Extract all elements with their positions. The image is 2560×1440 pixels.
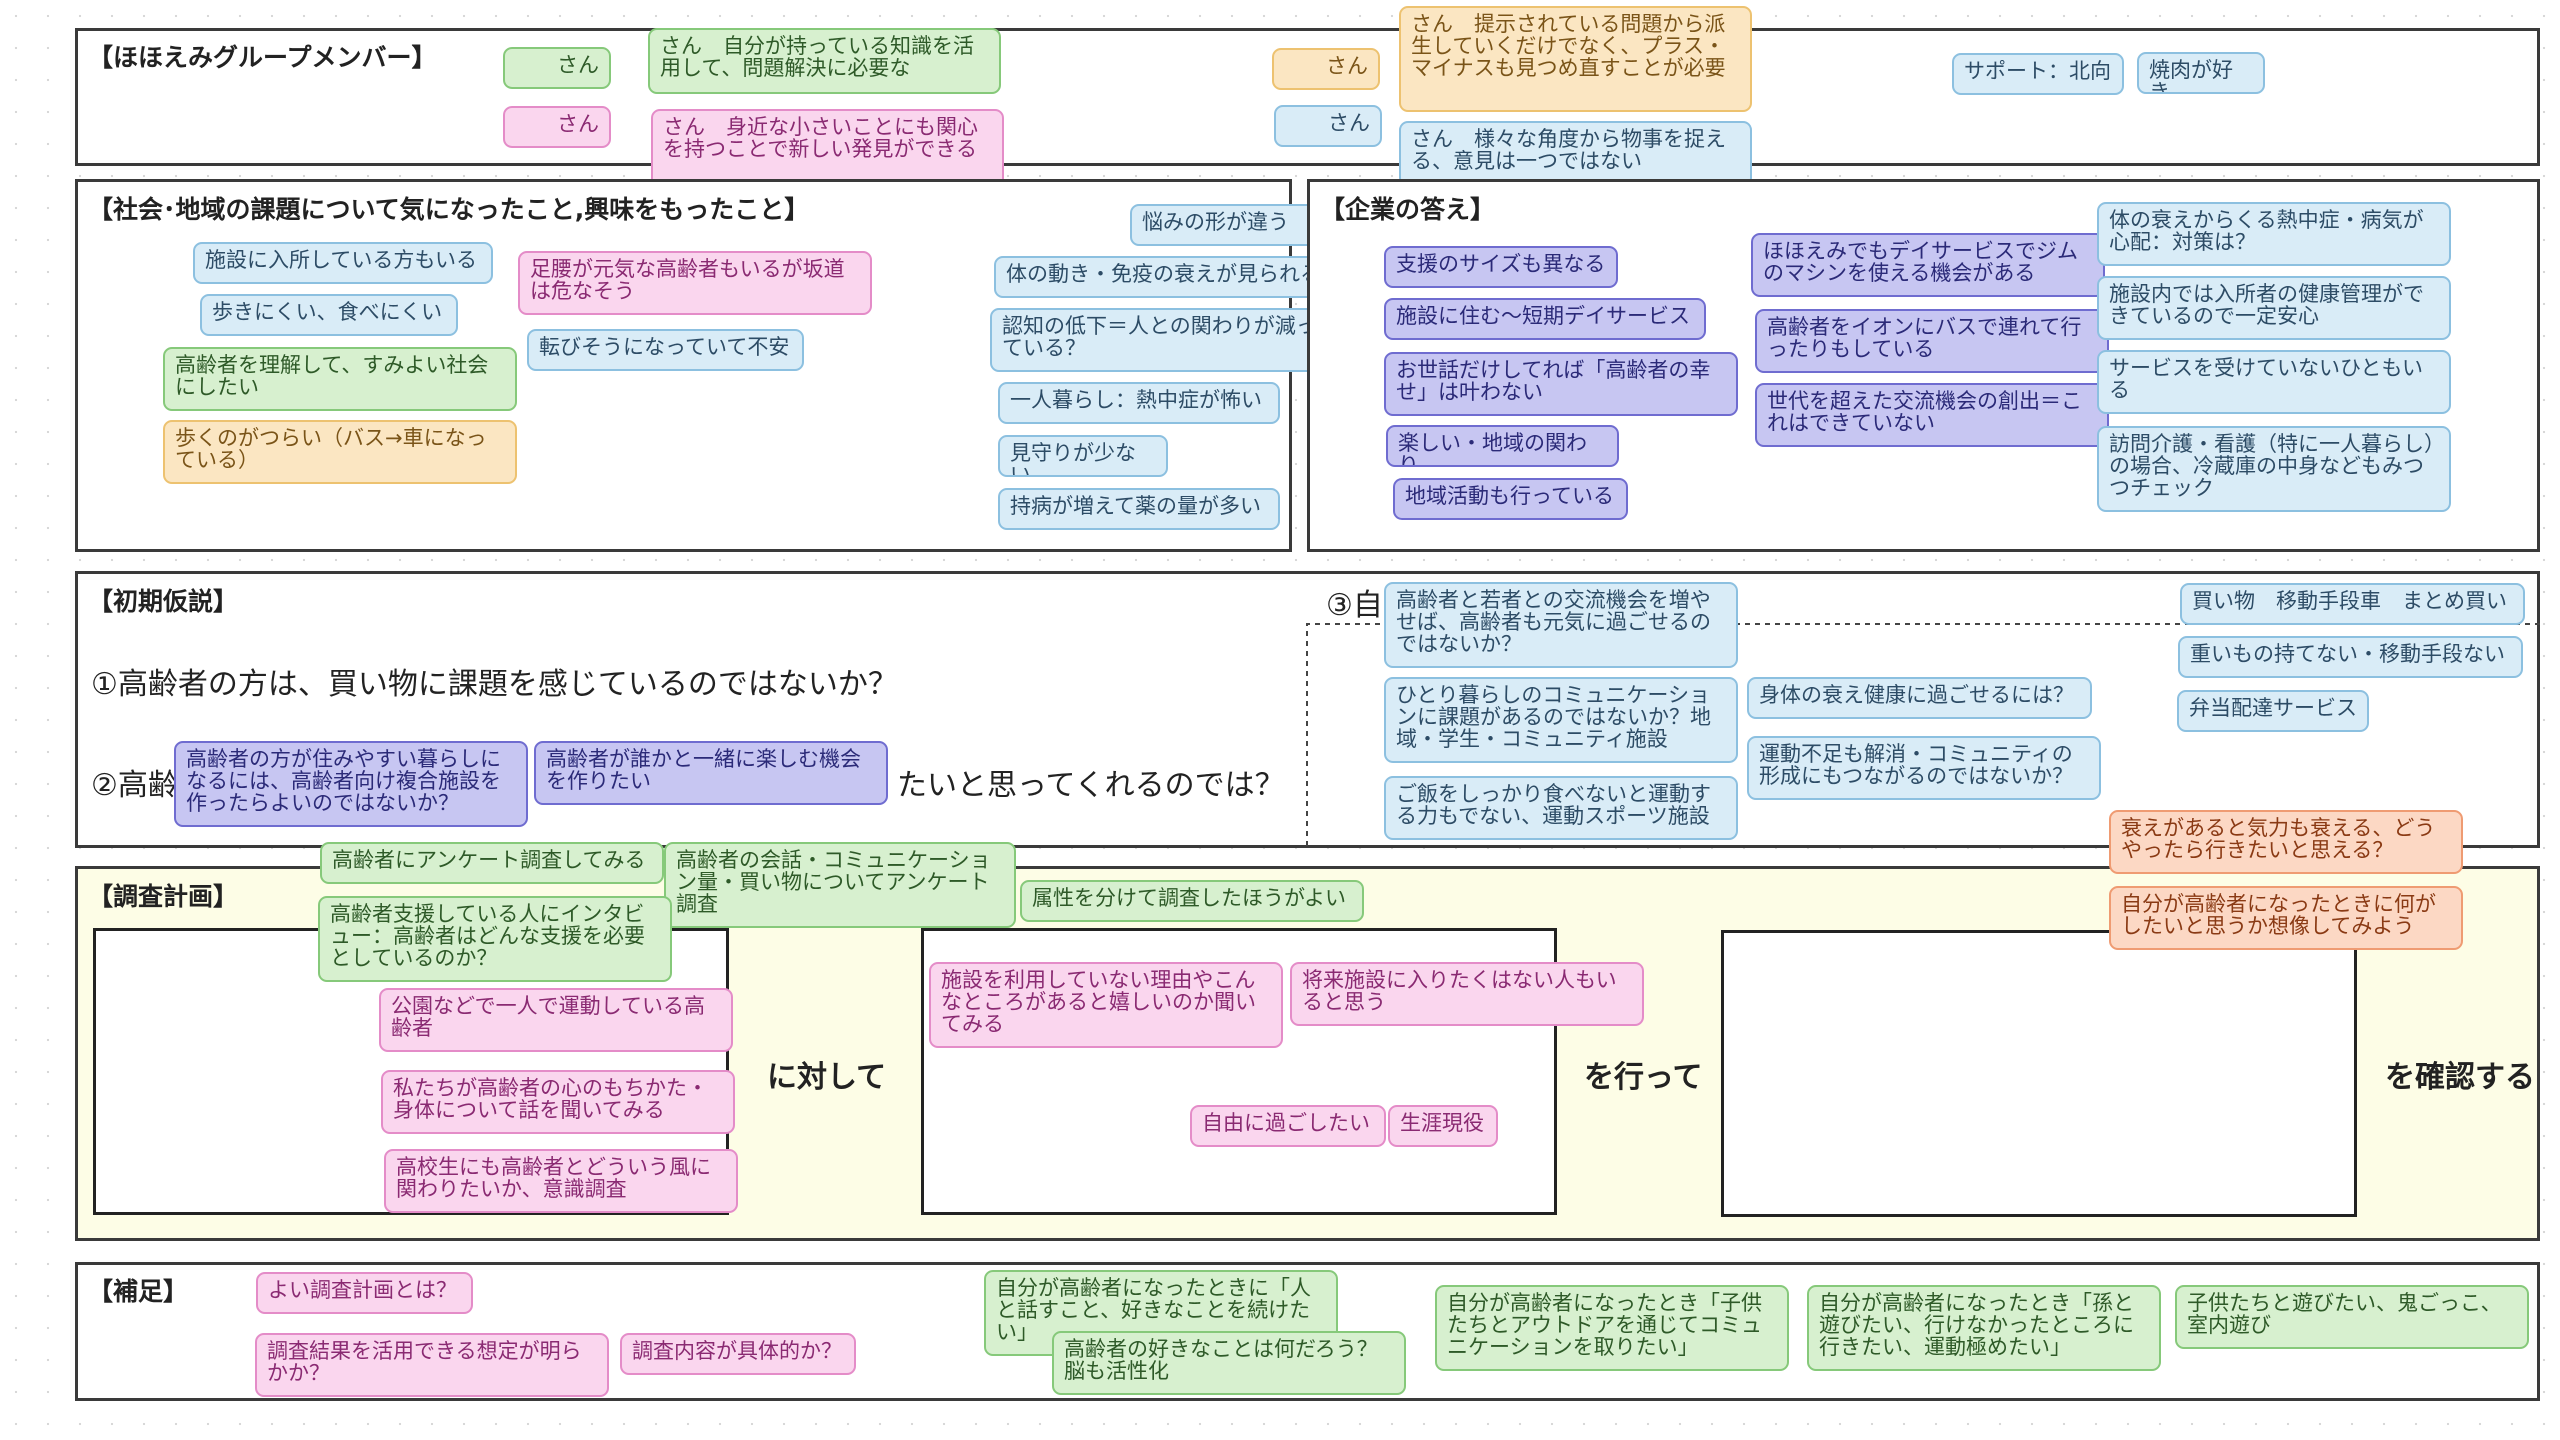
plan-sticky[interactable]: 高齢者にアンケート調査してみる — [320, 842, 664, 884]
plan-sticky[interactable]: 私たちが高齢者の心のもちかた・身体について話を聞いてみる — [381, 1070, 735, 1134]
issues-section-title: 【社会･地域の課題について気になったこと,興味をもったこと】 — [88, 195, 810, 224]
issue-sticky[interactable]: 悩みの形が違う — [1130, 204, 1322, 246]
company-sticky[interactable]: 施設内では入所者の健康管理ができているので一定安心 — [2097, 276, 2451, 340]
company-sticky[interactable]: サービスを受けていないひともいる — [2097, 350, 2451, 414]
member-sticky[interactable]: 焼肉が好き — [2137, 52, 2265, 94]
member-sticky[interactable]: さん — [1274, 105, 1382, 147]
hypothesis-sticky[interactable]: 買い物 移動手段車 まとめ買い — [2180, 583, 2525, 625]
company-sticky[interactable]: 世代を超えた交流機会の創出＝これはできていない — [1755, 383, 2109, 447]
hypothesis-sticky[interactable]: 重いもの持てない・移動手段ない — [2178, 636, 2523, 678]
issue-sticky[interactable]: 転びそうになっていて不安 — [527, 329, 804, 371]
plan-label-confirm: を確認する — [2385, 1060, 2535, 1095]
hypothesis-2-text-end: たいと思ってくれるのでは？ — [897, 768, 1285, 803]
members-section-title: 【ほほえみグループメンバー】 — [88, 43, 437, 72]
plan-label-target: に対して — [767, 1060, 887, 1095]
company-sticky[interactable]: 楽しい・地域の関わり — [1386, 425, 1619, 467]
hypothesis-sticky[interactable]: 身体の衰え健康に過ごせるには？ — [1747, 677, 2092, 719]
company-sticky[interactable]: ほほえみでもデイサービスでジムのマシンを使える機会がある — [1751, 233, 2105, 297]
hypothesis-sticky[interactable]: 高齢者の方が住みやすい暮らしになるには、高齢者向け複合施設を作ったらよいのではな… — [174, 741, 528, 827]
issue-sticky[interactable]: 歩くのがつらい（バス→車になっている） — [163, 420, 517, 484]
supplement-sticky[interactable]: よい調査計画とは？ — [256, 1272, 473, 1314]
supplement-sticky[interactable]: 調査内容が具体的か？ — [620, 1333, 856, 1375]
hypothesis-sticky[interactable]: ご飯をしっかり食べないと運動する力もでない、運動スポーツ施設 — [1384, 776, 1738, 840]
hypothesis-section-title: 【初期仮説】 — [88, 587, 239, 616]
supplement-sticky[interactable]: 自分が高齢者になったとき「孫と遊びたい、行けなかったところに行きたい、運動極めた… — [1807, 1285, 2161, 1371]
member-sticky[interactable]: さん — [503, 47, 611, 89]
supplement-sticky[interactable]: 子供たちと遊びたい、鬼ごっこ、室内遊び — [2175, 1285, 2529, 1349]
hypothesis-1-text: ①高齢者の方は、買い物に課題を感じているのではないか？ — [91, 667, 898, 702]
member-sticky[interactable]: さん 提示されている問題から派生していくだけでなく、プラス・マイナスも見つめ直す… — [1399, 6, 1752, 112]
plan-sticky[interactable]: 衰えがあると気力も衰える、どうやったら行きたいと思える？ — [2109, 810, 2463, 874]
plan-label-method: を行って — [1584, 1060, 1703, 1095]
supplement-sticky[interactable]: 自分が高齢者になったとき「子供たちとアウトドアを通じてコミュニケーションを取りた… — [1435, 1285, 1789, 1371]
issue-sticky[interactable]: 歩きにくい、食べにくい — [200, 294, 458, 336]
member-sticky[interactable]: サポート：北向 — [1952, 53, 2124, 95]
plan-sticky[interactable]: 高校生にも高齢者とどういう風に関わりたいか、意識調査 — [384, 1149, 738, 1213]
issue-sticky[interactable]: 高齢者を理解して、すみよい社会にしたい — [163, 347, 517, 411]
hypothesis-sticky[interactable]: 弁当配達サービス — [2177, 690, 2369, 732]
plan-sticky[interactable]: 公園などで一人で運動している高齢者 — [379, 988, 733, 1052]
member-sticky[interactable]: さん — [1272, 48, 1380, 90]
issue-sticky[interactable]: 認知の低下＝人との関わりが減っている？ — [990, 308, 1344, 372]
hypothesis-sticky[interactable]: 高齢者と若者との交流機会を増やせば、高齢者も元気に過ごせるのではないか？ — [1384, 582, 1738, 668]
company-sticky[interactable]: 地域活動も行っている — [1393, 478, 1628, 520]
hypothesis-sticky[interactable]: ひとり暮らしのコミュニケーションに課題があるのではないか？地域・学生・コミュニテ… — [1384, 677, 1738, 763]
company-sticky[interactable]: お世話だけしてれば「高齢者の幸せ」は叶わない — [1384, 352, 1738, 416]
plan-sticky[interactable]: 高齢者支援している人にインタビュー：高齢者はどんな支援を必要としているのか？ — [318, 896, 672, 982]
plan-sticky[interactable]: 生涯現役 — [1388, 1105, 1498, 1147]
plan-sticky[interactable]: 属性を分けて調査したほうがよい — [1020, 880, 1364, 922]
hypothesis-sticky[interactable]: 高齢者が誰かと一緒に楽しむ機会を作りたい — [534, 741, 888, 805]
dashed-guide — [1306, 623, 2541, 846]
plan-sticky[interactable]: 将来施設に入りたくはない人もいると思う — [1290, 962, 1644, 1026]
member-sticky[interactable]: さん 自分が持っている知識を活用して、問題解決に必要な — [648, 28, 1001, 94]
company-section-title: 【企業の答え】 — [1320, 195, 1496, 224]
hypothesis-2-text-start: ②高齢 — [91, 768, 178, 803]
plan-confirm-box[interactable] — [1721, 930, 2357, 1217]
company-sticky[interactable]: 体の衰えからくる熱中症・病気が心配：対策は？ — [2097, 202, 2451, 266]
issue-sticky[interactable]: 体の動き・免疫の衰えが見られる — [994, 256, 1334, 298]
issue-sticky[interactable]: 施設に入所している方もいる — [193, 242, 493, 284]
member-sticky[interactable]: さん 様々な角度から物事を捉える、意見は一つではない — [1399, 121, 1752, 187]
supplement-sticky[interactable]: 高齢者の好きなことは何だろう？脳も活性化 — [1052, 1331, 1406, 1395]
supplement-sticky[interactable]: 調査結果を活用できる想定が明らかか？ — [255, 1333, 609, 1397]
member-sticky[interactable]: さん — [503, 106, 611, 148]
hypothesis-sticky[interactable]: 運動不足も解消・コミュニティの形成にもつながるのではないか？ — [1747, 736, 2101, 800]
issue-sticky[interactable]: 一人暮らし：熱中症が怖い — [998, 382, 1280, 424]
plan-sticky[interactable]: 施設を利用していない理由やこんなところがあると嬉しいのか聞いてみる — [929, 962, 1283, 1048]
issue-sticky[interactable]: 持病が増えて薬の量が多い — [998, 488, 1280, 530]
plan-section-title: 【調査計画】 — [88, 882, 239, 911]
plan-sticky[interactable]: 自由に過ごしたい — [1190, 1105, 1386, 1147]
plan-sticky[interactable]: 高齢者の会話・コミュニケーション量・買い物についてアンケート調査 — [664, 842, 1016, 928]
company-sticky[interactable]: 高齢者をイオンにバスで連れて行ったりもしている — [1755, 309, 2109, 373]
supplement-section-title: 【補足】 — [88, 1277, 189, 1306]
company-sticky[interactable]: 訪問介護・看護（特に一人暮らし）の場合、冷蔵庫の中身などもみつつチェック — [2097, 426, 2451, 512]
hypothesis-3-text-start: ③自 — [1326, 588, 1383, 623]
plan-sticky[interactable]: 自分が高齢者になったときに何がしたいと思うか想像してみよう — [2109, 886, 2463, 950]
company-sticky[interactable]: 支援のサイズも異なる — [1384, 246, 1618, 288]
company-sticky[interactable]: 施設に住む〜短期デイサービス — [1384, 298, 1706, 340]
issue-sticky[interactable]: 見守りが少ない — [998, 435, 1168, 477]
issue-sticky[interactable]: 足腰が元気な高齢者もいるが坂道は危なそう — [518, 251, 872, 315]
